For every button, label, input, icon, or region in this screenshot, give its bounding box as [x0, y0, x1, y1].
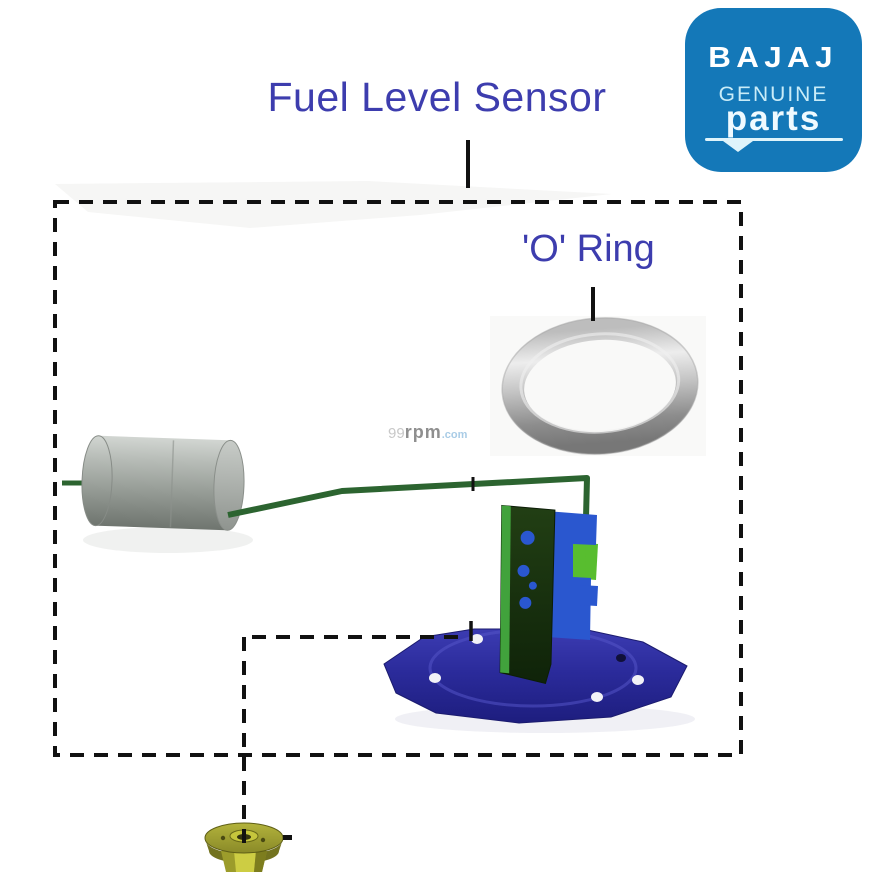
background-smudge: [55, 181, 612, 228]
watermark-part1: 99: [388, 425, 405, 442]
float-cylinder: [81, 435, 245, 531]
logo-parts-text: parts: [725, 99, 822, 138]
board-hole: [517, 564, 530, 577]
watermark-part3: .com: [441, 429, 468, 441]
plate-hole: [429, 673, 441, 683]
board-hole: [520, 530, 535, 545]
nut-tick: [283, 835, 292, 840]
lock-nut: [204, 822, 292, 872]
logo-underline: [704, 138, 843, 141]
dashed-boundary-box: [53, 200, 743, 757]
logo-genuine-text: GENUINE: [718, 83, 829, 106]
watermark: 99rpm.com: [388, 422, 467, 443]
board-hole: [519, 596, 532, 609]
sensor-wire: [227, 475, 590, 519]
plate-hole-dark: [616, 654, 626, 662]
watermark-part2: rpm: [404, 422, 442, 442]
plate-hole: [471, 634, 483, 644]
sensor-connector: [546, 511, 598, 640]
plate-hole: [591, 692, 603, 702]
sender-board: [499, 504, 556, 684]
float-shadow: [83, 527, 253, 553]
bajaj-genuine-parts-logo: BAJAJ GENUINE parts: [685, 8, 862, 172]
logo-brand-text: BAJAJ: [708, 42, 839, 74]
board-hole: [528, 581, 537, 590]
logo-arrow-down-icon: [722, 141, 753, 152]
o-ring-label: 'O' Ring: [522, 228, 655, 270]
page-title: Fuel Level Sensor: [267, 74, 607, 120]
plate-hole: [632, 675, 644, 685]
o-ring-graphic: [501, 317, 699, 455]
